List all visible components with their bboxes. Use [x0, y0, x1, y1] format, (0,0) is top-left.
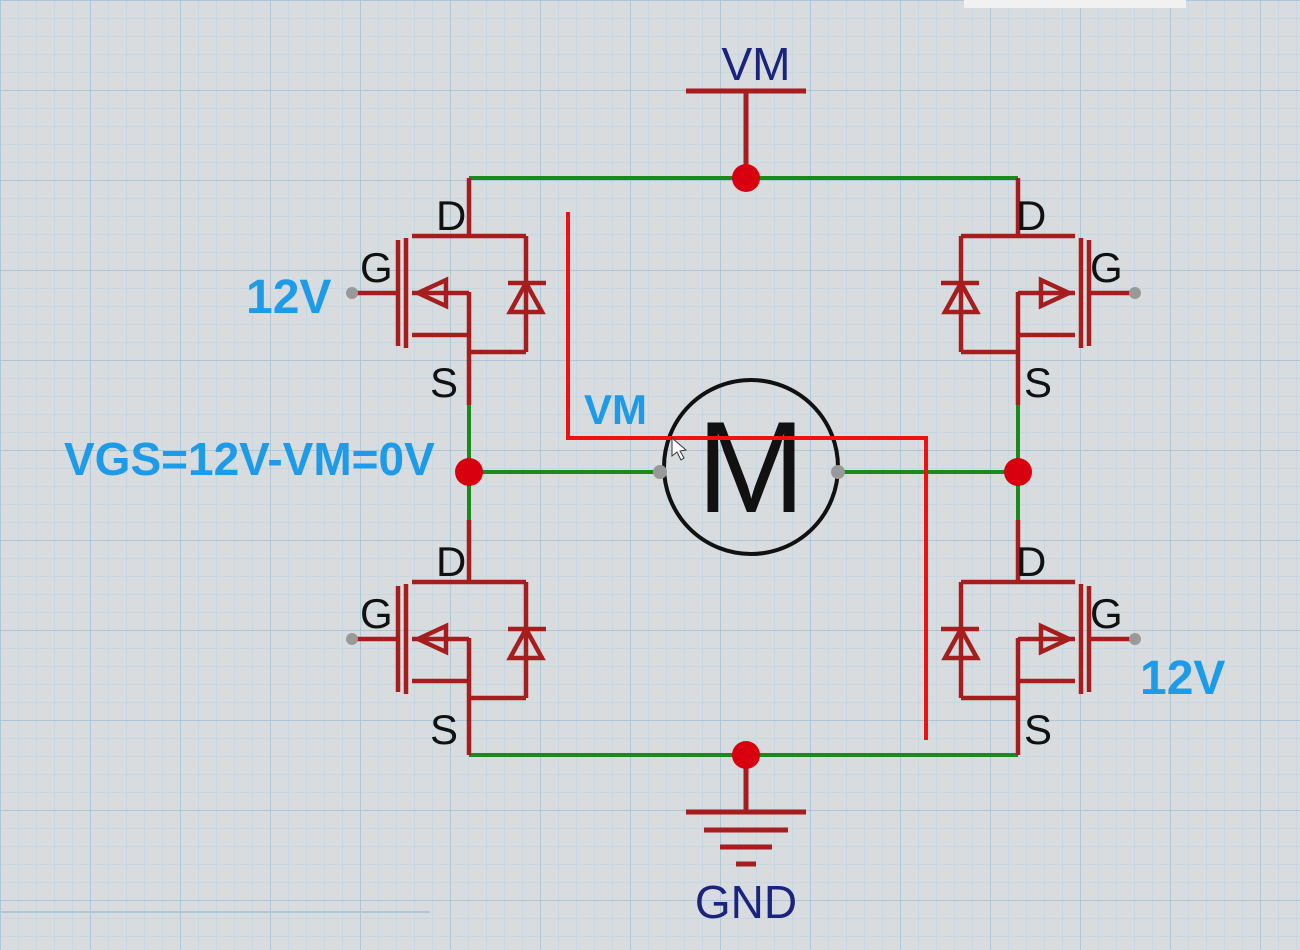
- junctions: [455, 164, 1032, 769]
- pin-label-source-ul: S: [430, 359, 458, 406]
- ground-symbol: [686, 755, 806, 867]
- junction-top: [732, 164, 760, 192]
- junction-bottom: [732, 741, 760, 769]
- pin-label-gate-lr: G: [1090, 590, 1123, 637]
- pin-label-gate-ul: G: [360, 244, 393, 291]
- mosfet-upper-right: [941, 178, 1141, 405]
- vgs-annotation: VGS=12V-VM=0V: [64, 433, 435, 485]
- motor-pin-right: [831, 465, 845, 479]
- pin-label-drain-ll: D: [436, 538, 466, 585]
- mosfet-upper-left: [346, 178, 546, 405]
- pin-label-drain-lr: D: [1016, 538, 1046, 585]
- current-path-line: [566, 212, 928, 740]
- pin-label-source-ll: S: [430, 706, 458, 753]
- junction-right: [1004, 458, 1032, 486]
- supply-label: VM: [722, 38, 791, 90]
- pin-label-source-lr: S: [1024, 706, 1052, 753]
- gate-voltage-left: 12V: [246, 271, 331, 324]
- junction-left: [455, 458, 483, 486]
- motor-label: M: [697, 394, 805, 540]
- vm-supply-symbol: [686, 88, 806, 178]
- pin-label-gate-ur: G: [1090, 244, 1123, 291]
- top-panel-edge: [964, 0, 1186, 8]
- gate-voltage-right: 12V: [1140, 652, 1225, 705]
- mosfet-lower-left: [346, 520, 546, 755]
- cursor-icon: [671, 436, 688, 461]
- pin-label-drain-ur: D: [1016, 192, 1046, 239]
- pin-label-drain-ul: D: [436, 192, 466, 239]
- mosfet-lower-right: [941, 520, 1141, 755]
- pin-label-source-ur: S: [1024, 359, 1052, 406]
- ground-label: GND: [695, 876, 797, 928]
- motor-pin-left: [653, 465, 667, 479]
- current-path-label: VM: [584, 386, 647, 433]
- pin-label-gate-ll: G: [360, 590, 393, 637]
